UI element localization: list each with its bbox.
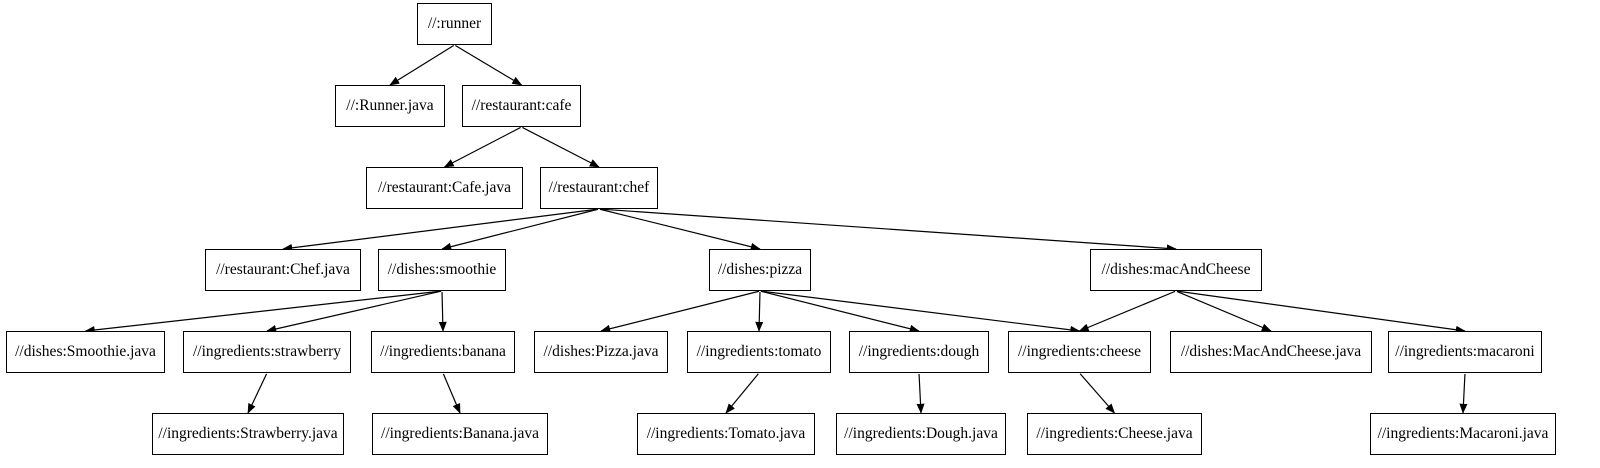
graph-node-dishes_smoothie[interactable]: //dishes:smoothie bbox=[378, 249, 506, 291]
graph-node-label: //ingredients:strawberry bbox=[192, 343, 342, 361]
graph-node-label: //ingredients:banana bbox=[380, 343, 506, 361]
graph-node-chef_java[interactable]: //restaurant:Chef.java bbox=[205, 249, 361, 291]
graph-node-label: //ingredients:Strawberry.java bbox=[158, 425, 338, 443]
graph-edge-restaurant_cafe-to-restaurant_chef bbox=[522, 126, 600, 168]
graph-node-macaroni_java[interactable]: //ingredients:Macaroni.java bbox=[1370, 413, 1556, 455]
graph-node-ing_dough[interactable]: //ingredients:dough bbox=[849, 331, 989, 373]
graph-node-ing_tomato[interactable]: //ingredients:tomato bbox=[687, 331, 831, 373]
graph-node-runner_java[interactable]: //:Runner.java bbox=[335, 85, 445, 127]
graph-node-ing_strawberry[interactable]: //ingredients:strawberry bbox=[183, 331, 351, 373]
graph-edge-runner-to-restaurant_cafe bbox=[455, 44, 523, 86]
graph-node-label: //dishes:Smoothie.java bbox=[15, 343, 156, 361]
graph-node-smoothie_java[interactable]: //dishes:Smoothie.java bbox=[6, 331, 165, 373]
graph-node-ing_banana[interactable]: //ingredients:banana bbox=[371, 331, 515, 373]
graph-edge-dishes_pizza-to-ing_cheese bbox=[760, 290, 1081, 334]
graph-edge-ing_macaroni-to-macaroni_java bbox=[1459, 373, 1468, 414]
graph-node-mac_java[interactable]: //dishes:MacAndCheese.java bbox=[1170, 331, 1372, 373]
graph-node-label: //restaurant:cafe bbox=[471, 97, 572, 115]
graph-edge-restaurant_chef-to-dishes_pizza bbox=[599, 208, 761, 251]
graph-edge-ing_banana-to-banana_java bbox=[442, 373, 461, 414]
graph-edge-restaurant_cafe-to-cafe_java bbox=[443, 126, 521, 168]
graph-node-restaurant_chef[interactable]: //restaurant:chef bbox=[540, 167, 658, 209]
graph-node-label: //ingredients:Banana.java bbox=[381, 425, 539, 443]
graph-edge-restaurant_chef-to-chef_java bbox=[282, 208, 599, 252]
graph-edge-restaurant_chef-to-dishes_mac bbox=[599, 208, 1177, 253]
graph-node-ing_cheese[interactable]: //ingredients:cheese bbox=[1008, 331, 1151, 373]
graph-node-label: //dishes:smoothie bbox=[387, 261, 497, 279]
graph-node-label: //ingredients:Macaroni.java bbox=[1377, 425, 1549, 443]
graph-node-label: //ingredients:cheese bbox=[1017, 343, 1142, 361]
graph-edge-dishes_mac-to-ing_macaroni bbox=[1176, 290, 1466, 334]
graph-node-label: //restaurant:Cafe.java bbox=[378, 179, 511, 197]
graph-node-label: //ingredients:macaroni bbox=[1395, 343, 1535, 361]
graph-edge-dishes_smoothie-to-smoothie_java bbox=[84, 290, 442, 334]
graph-node-label: //restaurant:Chef.java bbox=[216, 261, 350, 279]
graph-node-label: //:Runner.java bbox=[346, 97, 434, 115]
graph-node-label: //restaurant:chef bbox=[548, 179, 650, 197]
graph-node-strawberry_java[interactable]: //ingredients:Strawberry.java bbox=[152, 413, 344, 455]
graph-node-dough_java[interactable]: //ingredients:Dough.java bbox=[836, 413, 1006, 455]
graph-node-label: //ingredients:Tomato.java bbox=[646, 425, 806, 443]
graph-edge-dishes_mac-to-mac_java bbox=[1176, 290, 1272, 332]
graph-node-banana_java[interactable]: //ingredients:Banana.java bbox=[372, 413, 548, 455]
graph-edge-dishes_smoothie-to-ing_banana bbox=[438, 291, 447, 332]
graph-edge-dishes_pizza-to-pizza_java bbox=[600, 290, 760, 333]
graph-node-label: //ingredients:Dough.java bbox=[844, 425, 998, 443]
graph-edge-ing_strawberry-to-strawberry_java bbox=[247, 373, 268, 414]
graph-node-cafe_java[interactable]: //restaurant:Cafe.java bbox=[366, 167, 523, 209]
graph-node-label: //dishes:pizza bbox=[717, 261, 803, 279]
graph-node-label: //ingredients:tomato bbox=[696, 343, 822, 361]
graph-edge-ing_dough-to-dough_java bbox=[916, 373, 925, 414]
graph-edge-dishes_mac-to-ing_cheese bbox=[1078, 290, 1176, 332]
graph-edge-dishes_pizza-to-ing_tomato bbox=[755, 291, 764, 332]
graph-edge-dishes_smoothie-to-ing_strawberry bbox=[266, 290, 442, 333]
graph-node-dishes_mac[interactable]: //dishes:macAndCheese bbox=[1090, 249, 1262, 291]
graph-node-label: //ingredients:dough bbox=[858, 343, 980, 361]
graph-node-cheese_java[interactable]: //ingredients:Cheese.java bbox=[1027, 413, 1202, 455]
graph-node-runner[interactable]: //:runner bbox=[417, 3, 492, 45]
graph-node-label: //dishes:MacAndCheese.java bbox=[1180, 343, 1362, 361]
graph-node-ing_macaroni[interactable]: //ingredients:macaroni bbox=[1388, 331, 1542, 373]
graph-node-restaurant_cafe[interactable]: //restaurant:cafe bbox=[462, 85, 581, 127]
graph-node-pizza_java[interactable]: //dishes:Pizza.java bbox=[534, 331, 668, 373]
graph-edge-ing_cheese-to-cheese_java bbox=[1079, 373, 1116, 414]
graph-node-label: //dishes:Pizza.java bbox=[543, 343, 659, 361]
graph-node-tomato_java[interactable]: //ingredients:Tomato.java bbox=[637, 413, 815, 455]
graph-node-dishes_pizza[interactable]: //dishes:pizza bbox=[709, 249, 811, 291]
graph-edge-ing_tomato-to-tomato_java bbox=[725, 373, 759, 414]
graph-edge-dishes_pizza-to-ing_dough bbox=[760, 290, 920, 333]
graph-node-label: //dishes:macAndCheese bbox=[1101, 261, 1251, 279]
graph-node-label: //:runner bbox=[427, 15, 482, 33]
graph-node-label: //ingredients:Cheese.java bbox=[1036, 425, 1193, 443]
graph-edge-runner-to-runner_java bbox=[389, 45, 454, 86]
graph-edge-restaurant_chef-to-dishes_smoothie bbox=[441, 208, 599, 251]
